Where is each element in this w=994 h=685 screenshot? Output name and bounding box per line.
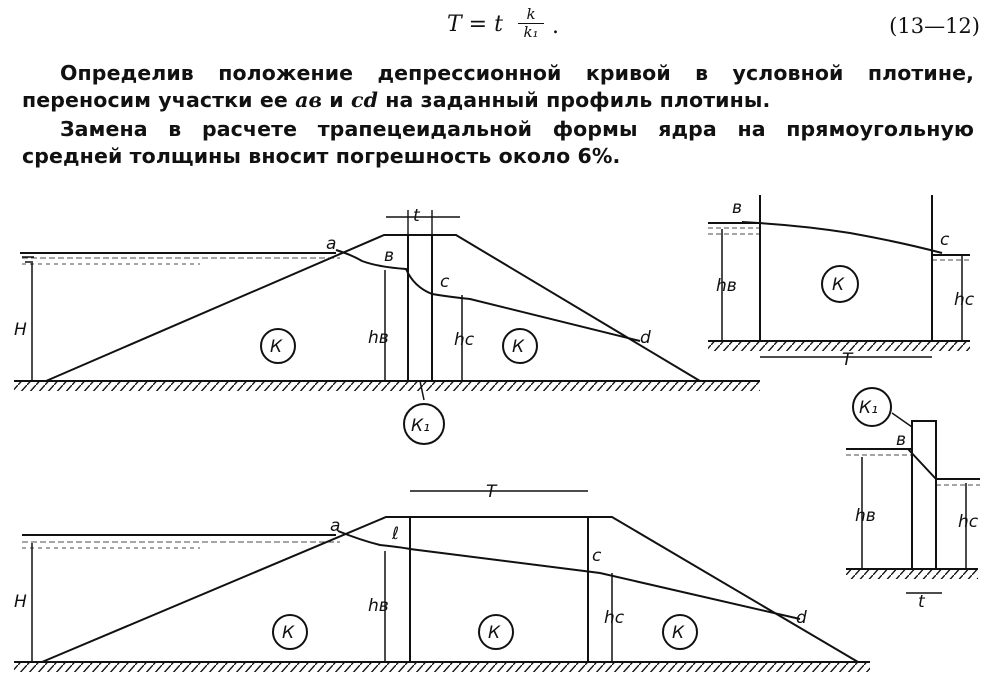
label-K: К [672,623,685,643]
circle-K-mid [478,614,514,650]
label-K1: К₁ [411,416,430,436]
figure-conditional-dam [708,195,970,358]
label-H: H [14,320,27,340]
formula-numerator: k [518,6,544,24]
core-wall [911,420,937,569]
label-T: T [486,482,498,502]
paragraph-1-mid: и [322,88,351,112]
circle-K-right [662,614,698,650]
label-K: К [832,275,845,295]
dam-outline [41,516,859,663]
label-hb: hв [368,328,389,348]
label-t: t [413,206,421,226]
dam-outline [45,234,701,382]
formula-trailing: . [552,14,559,39]
formula-13-12: T = t k k₁ . (13—12) [0,6,994,42]
label-hc: hc [958,512,979,532]
depression-curve [907,448,937,480]
label-K1: К₁ [859,398,878,418]
paragraph-1-tail: на заданный профиль плотины. [378,88,771,112]
label-c: c [592,546,602,566]
var-ab: ав [295,88,323,112]
label-hc: hc [954,290,975,310]
circle-K1 [403,403,445,445]
label-hb: hв [855,506,876,526]
label-c: c [440,272,450,292]
water-level-mark [22,256,34,263]
circle-K-left [260,328,296,364]
label-hc: hc [454,330,475,350]
paragraph-2-text: Замена в расчете трапецеидальной формы я… [22,117,974,168]
formula-fraction: k k₁ [518,6,544,41]
ground-hatch [14,381,760,391]
label-K: К [512,337,525,357]
label-d: d [796,608,807,628]
label-b-script: ℓ [391,524,399,544]
label-hb: hв [716,276,737,296]
circle-K-right [502,328,538,364]
label-H: H [14,592,27,612]
formula-number: (13—12) [889,14,980,38]
label-K: К [282,623,295,643]
label-hb: hв [368,596,389,616]
var-cd: cd [350,88,379,112]
figure-core-detail [846,387,980,594]
circle-K [821,265,859,303]
formula-denominator: k₁ [523,23,539,41]
figure-upper-dam [14,210,760,445]
label-b: в [732,198,742,218]
label-T: T [842,350,854,370]
label-hc: hc [604,608,625,628]
label-b: в [896,430,906,450]
label-K: К [270,337,283,357]
paragraph-1-text: Определив положение депрессионной кривой… [22,61,974,112]
paragraph-1: Определив положение депрессионной кривой… [22,60,974,114]
dam-figure: t a в c d H hв hc К К К₁ в c hв hc T К К… [14,195,980,672]
depression-curve [741,221,943,254]
formula-lhs: T = t [447,12,503,37]
depression-curve [337,530,801,620]
label-K: К [488,623,501,643]
label-t: t [918,592,926,612]
label-a: a [326,234,336,254]
label-a: a [330,516,340,536]
label-d: d [640,328,651,348]
figure-lower-dam [14,490,870,672]
circle-K-left [272,614,308,650]
paragraph-2: Замена в расчете трапецеидальной формы я… [22,116,974,170]
depression-curve [335,249,641,342]
circle-K1 [852,387,892,427]
label-c: c [940,230,950,250]
rect-core [759,195,933,342]
label-b: в [384,246,394,266]
